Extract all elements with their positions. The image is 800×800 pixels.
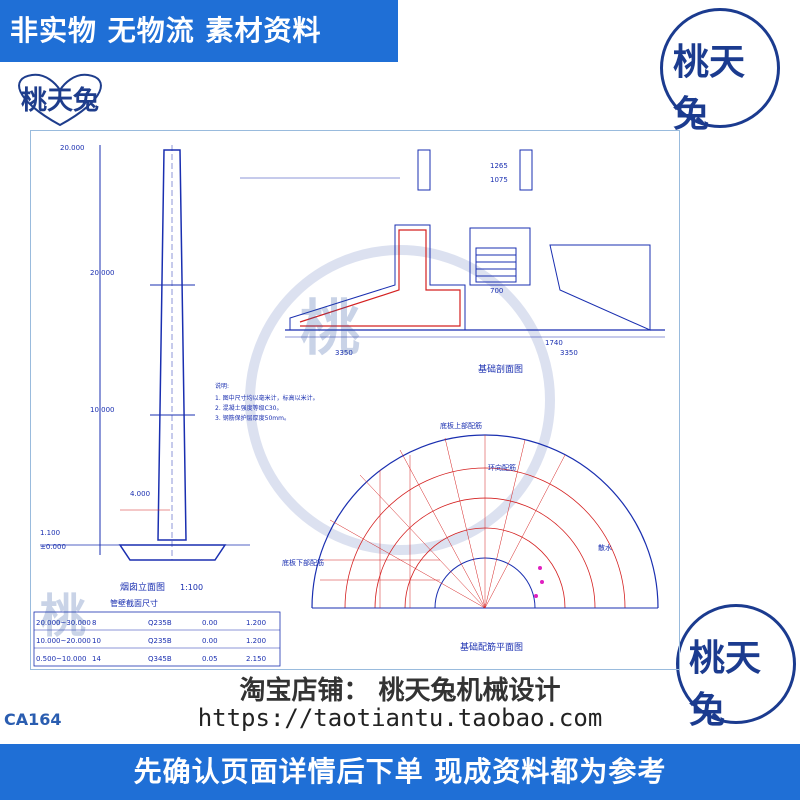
plan-label-ring: 环向配筋 [488,463,516,472]
plan-label-top: 底板上部配筋 [440,421,482,430]
table-cell: Q235B [148,637,172,645]
dim-label: 1265 [490,162,508,170]
rebar-red [299,229,461,327]
plan-label-bottom: 底板下部配筋 [282,558,324,567]
dim-label: 700 [490,287,503,295]
hatch-block [475,247,517,283]
table-cell: Q345B [148,655,172,663]
table-cell: 0.500~10.000 [36,655,86,663]
brand-seal-top: 桃天兔 [660,8,780,135]
dim-label: 1740 [545,339,563,347]
top-banner-text: 非实物 无物流 素材资料 [10,14,322,47]
table-cell: 2.150 [246,655,266,663]
bottom-banner: 先确认页面详情后下单 现成资料都为参考 [0,744,800,800]
shop-url[interactable]: https://taotiantu.taobao.com [197,704,603,732]
dim-label: 3350 [335,349,353,357]
plan-title: 基础配筋平面图 [460,641,523,653]
pole-base [118,544,227,561]
table-title: 管壁截面尺寸 [110,598,158,608]
product-code: CA164 [4,710,62,729]
pole-shaft [157,149,187,541]
brand-logo: 桃天兔 [4,70,114,127]
elev-label: 10.000 [90,406,115,414]
table-cell: 20.000~30.000 [36,619,91,627]
pole-title: 烟囱立面图 [120,581,165,593]
brand-logo-text: 桃天兔 [20,86,99,116]
plan-label-apron: 散水 [598,543,612,552]
section-table: 管壁截面尺寸 20.000~30.000 8 Q235B 0.00 1.200 … [33,598,281,667]
note-line: 1. 图中尺寸均以毫米计，标高以米计。 [215,394,319,402]
dim-label: 3350 [560,349,578,357]
notes-title: 说明: [215,382,229,390]
elev-label: 20.000 [60,144,85,152]
foundation-section: 3350 3350 1740 700 1265 1075 基础剖面图 [240,149,665,375]
drawing-frame [30,130,680,670]
watermark-ring [245,245,555,555]
elev-label: ±0.000 [40,543,66,551]
table-cell: 0.05 [202,655,218,663]
bottom-banner-text: 先确认页面详情后下单 现成资料都为参考 [133,755,667,788]
table-cell: Q235B [148,619,172,627]
watermark-char: 桃 [40,589,86,643]
top-banner: 非实物 无物流 素材资料 [0,0,398,62]
note-line: 3. 钢筋保护层厚度50mm。 [215,414,290,422]
table-cell: 14 [92,655,101,663]
brand-seal-bottom: 桃天兔 [676,604,796,731]
elev-label: 4.000 [130,490,150,498]
elev-label: 20.000 [90,269,115,277]
watermark-char: 桃 [300,294,360,364]
seal-main-text: 桃天兔 [673,41,746,135]
pole-scale: 1:100 [180,583,203,592]
table-cell: 10 [92,637,101,645]
table-cell: 0.00 [202,637,218,645]
shop-label: 淘宝店铺： 桃天兔机械设计 [239,676,561,706]
dim-label: 1075 [490,176,508,184]
seal-main-text-bottom: 桃天兔 [689,637,762,731]
elev-label: 1.100 [40,529,60,537]
pole-elevation: 20.000 20.000 10.000 4.000 1.100 ±0.000 … [40,144,250,593]
table-cell: 1.200 [246,637,266,645]
plan-view: 环向配筋 底板上部配筋 底板下部配筋 散水 基础配筋平面图 [282,421,659,653]
heart-logo-icon [18,73,102,127]
table-cell: 8 [92,619,96,627]
notes: 说明: 1. 图中尺寸均以毫米计，标高以米计。 2. 混凝土强度等级C30。 3… [215,382,319,422]
table-cell: 0.00 [202,619,218,627]
table-cell: 10.000~20.000 [36,637,91,645]
note-line: 2. 混凝土强度等级C30。 [215,404,282,412]
foundation-title: 基础剖面图 [478,363,523,375]
table-cell: 1.200 [246,619,266,627]
